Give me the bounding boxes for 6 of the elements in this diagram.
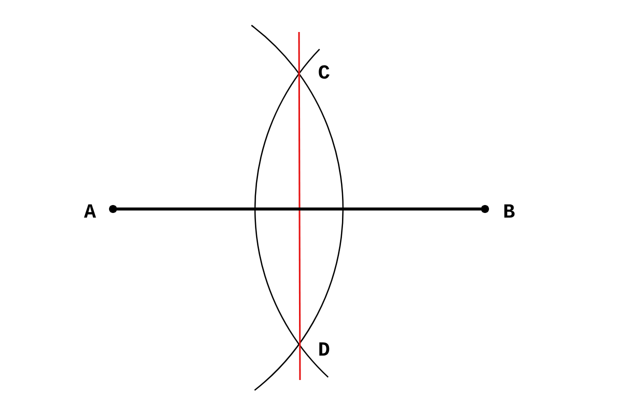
point-dot: [109, 205, 117, 213]
point-label: A: [84, 204, 96, 218]
point-dot: [481, 205, 489, 213]
point-label: C: [318, 65, 330, 79]
point-label: B: [504, 204, 515, 218]
point-label: D: [319, 342, 330, 356]
